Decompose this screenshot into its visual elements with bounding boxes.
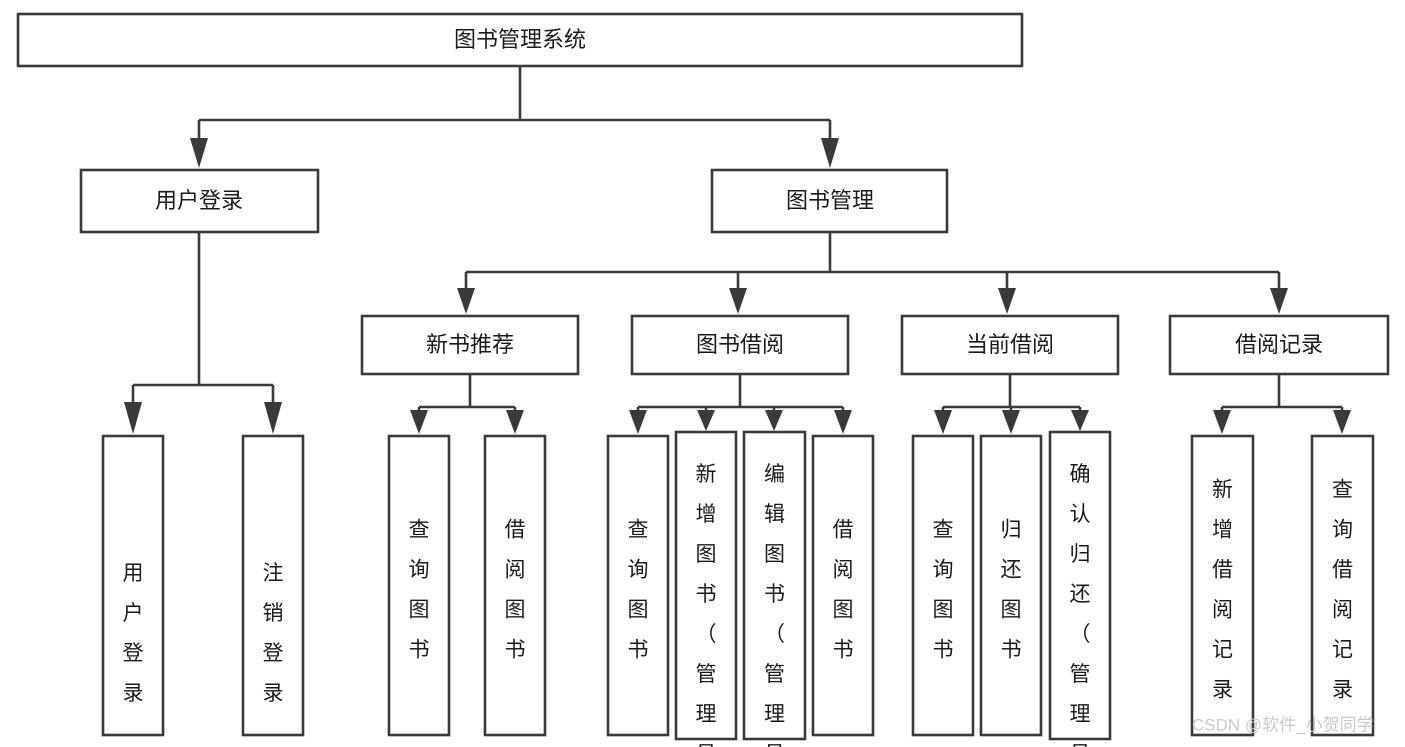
leaf-node-layer: 用户登录 注销登录 查询图书 借阅图书 查询图书 新增图书（管理员） 编辑图书（管理员） 借阅… (101, 430, 1375, 747)
arrow-head-book-borrow (729, 288, 747, 314)
arrow-head-new-book-recommend (457, 288, 475, 314)
arrow-head-borrow-record (1270, 288, 1288, 314)
node-label-leaf-confirm-return-admin: 确认归还（管理员） (1070, 463, 1091, 747)
node-current-borrow[interactable]: 当前借阅 (900, 314, 1120, 376)
node-label-current-borrow: 当前借阅 (966, 332, 1054, 357)
node-leaf-add-borrow-record[interactable]: 新增借阅记录 (1190, 434, 1255, 737)
arrow-head-leaf-query-book-3 (934, 410, 952, 434)
node-leaf-confirm-return-admin[interactable]: 确认归还（管理员） (1048, 430, 1112, 747)
node-box-new-book-recommend[interactable] (360, 314, 580, 376)
arrow-head-leaf-query-borrow-record (1333, 410, 1351, 434)
node-label-root: 图书管理系统 (454, 27, 586, 52)
arrow-head-leaf-query-book-2 (629, 410, 647, 434)
node-label-leaf-query-book-2: 查询图书 (628, 519, 649, 662)
connector-group-borrow-record (1213, 374, 1351, 434)
node-box-leaf-confirm-return-admin[interactable] (1048, 430, 1112, 741)
node-leaf-query-book-1[interactable]: 查询图书 (387, 434, 451, 737)
node-leaf-query-book-2[interactable]: 查询图书 (606, 434, 670, 737)
arrow-head-leaf-return-book (1002, 410, 1020, 434)
node-label-leaf-edit-book-admin: 编辑图书（管理员） (764, 463, 785, 747)
node-label-user-login: 用户登录 (155, 188, 243, 213)
node-label-new-book-recommend: 新书推荐 (426, 332, 514, 357)
connector-group-book-borrow (629, 374, 852, 434)
node-label-borrow-record: 借阅记录 (1235, 332, 1323, 357)
node-label-book-borrow: 图书借阅 (696, 332, 784, 357)
connector-group-book-management (457, 232, 1288, 314)
node-box-root[interactable] (16, 12, 1024, 68)
node-label-leaf-return-book: 归还图书 (1001, 519, 1022, 662)
connector-group-new-book-recommend (410, 374, 524, 434)
connector-group-user-login (124, 232, 282, 434)
arrow-head-leaf-add-book-admin (697, 410, 715, 431)
node-label-leaf-add-book-admin: 新增图书（管理员） (696, 463, 717, 747)
node-box-leaf-return-book[interactable] (979, 434, 1043, 737)
csdn-watermark: CSDN @软件_小贺同学 (1192, 715, 1374, 734)
node-label-leaf-query-borrow-record: 查询借阅记录 (1332, 479, 1353, 702)
node-borrow-record[interactable]: 借阅记录 (1168, 314, 1390, 376)
arrow-head-leaf-user-login (124, 402, 142, 434)
node-leaf-logout[interactable]: 注销登录 (241, 434, 305, 737)
node-leaf-add-book-admin[interactable]: 新增图书（管理员） (674, 430, 738, 747)
node-box-current-borrow[interactable] (900, 314, 1120, 376)
node-label-leaf-borrow-book-1: 借阅图书 (505, 519, 526, 662)
node-label-leaf-borrow-book-2: 借阅图书 (833, 519, 854, 662)
node-book-borrow[interactable]: 图书借阅 (630, 314, 850, 376)
arrow-head-leaf-borrow-book-2 (834, 410, 852, 434)
node-box-book-management[interactable] (710, 168, 949, 234)
node-user-login[interactable]: 用户登录 (79, 168, 320, 234)
node-label-leaf-user-login: 用户登录 (123, 562, 144, 705)
node-label-book-management: 图书管理 (786, 188, 874, 213)
node-box-leaf-add-book-admin[interactable] (674, 430, 738, 741)
node-box-leaf-add-borrow-record[interactable] (1190, 434, 1255, 737)
node-leaf-borrow-book-2[interactable]: 借阅图书 (811, 434, 875, 737)
node-box-leaf-query-borrow-record[interactable] (1310, 434, 1375, 737)
arrow-head-leaf-query-book-1 (410, 410, 428, 434)
connector-group-current-borrow (934, 374, 1089, 434)
node-leaf-query-borrow-record[interactable]: 查询借阅记录 (1310, 434, 1375, 737)
node-box-leaf-query-book-1[interactable] (387, 434, 451, 737)
arrow-head-book-management (821, 138, 839, 168)
node-leaf-edit-book-admin[interactable]: 编辑图书（管理员） (742, 430, 807, 747)
arrow-head-leaf-edit-book-admin (765, 410, 783, 431)
node-box-leaf-borrow-book-1[interactable] (483, 434, 547, 737)
connector-group-root (190, 66, 839, 168)
arrow-head-current-borrow (998, 288, 1016, 314)
arrow-head-leaf-add-borrow-record (1213, 410, 1231, 434)
node-box-leaf-borrow-book-2[interactable] (811, 434, 875, 737)
node-box-leaf-query-book-2[interactable] (606, 434, 670, 737)
node-label-leaf-logout: 注销登录 (263, 562, 284, 705)
node-box-leaf-user-login[interactable] (101, 434, 165, 737)
arrow-head-leaf-logout (264, 402, 282, 434)
node-label-leaf-query-book-3: 查询图书 (933, 519, 954, 662)
node-leaf-query-book-3[interactable]: 查询图书 (911, 434, 975, 737)
node-label-leaf-add-borrow-record: 新增借阅记录 (1212, 479, 1233, 702)
node-box-leaf-query-book-3[interactable] (911, 434, 975, 737)
node-box-book-borrow[interactable] (630, 314, 850, 376)
node-new-book-recommend[interactable]: 新书推荐 (360, 314, 580, 376)
arrow-head-leaf-confirm-return-admin (1071, 410, 1089, 431)
node-box-leaf-logout[interactable] (241, 434, 305, 737)
node-box-borrow-record[interactable] (1168, 314, 1390, 376)
node-leaf-borrow-book-1[interactable]: 借阅图书 (483, 434, 547, 737)
node-label-leaf-query-book-1: 查询图书 (409, 519, 430, 662)
node-box-user-login[interactable] (79, 168, 320, 234)
arrow-head-leaf-borrow-book-1 (506, 410, 524, 434)
node-book-management-system[interactable]: 图书管理系统 (16, 12, 1024, 68)
node-book-management[interactable]: 图书管理 (710, 168, 949, 234)
arrow-head-user-login (190, 138, 208, 168)
node-leaf-return-book[interactable]: 归还图书 (979, 434, 1043, 737)
node-leaf-user-login[interactable]: 用户登录 (101, 434, 165, 737)
node-box-leaf-edit-book-admin[interactable] (742, 430, 807, 741)
